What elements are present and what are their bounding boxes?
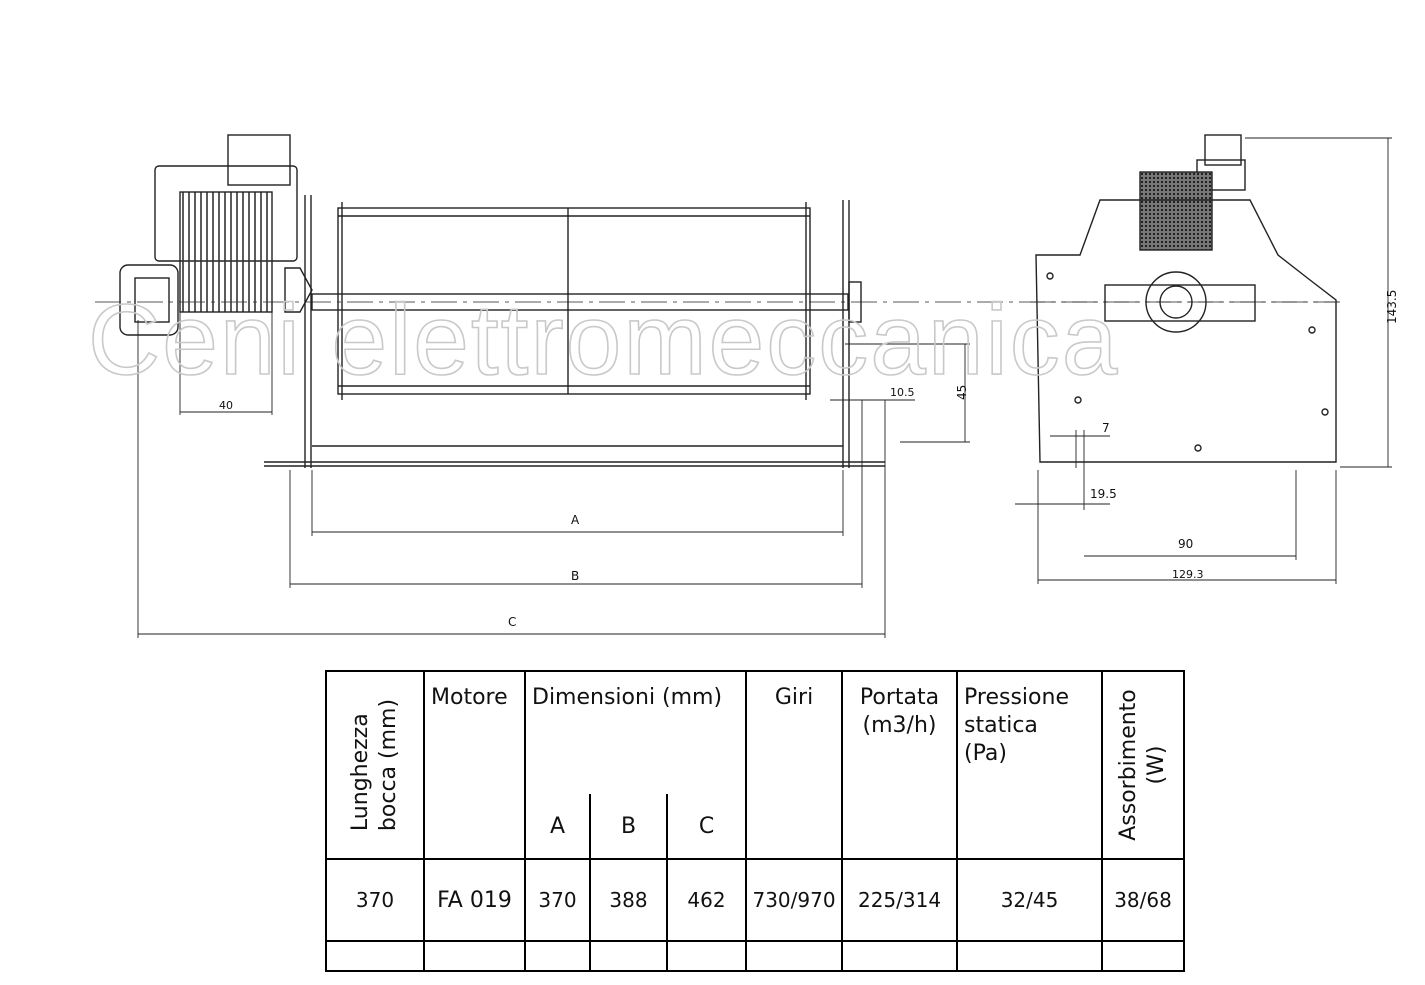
- dim-45: 45: [955, 385, 969, 400]
- table-row: 370 FA 019 370 388 462 730/970 225/314 3…: [325, 858, 1186, 942]
- dim-10-5: 10.5: [890, 386, 915, 399]
- cell-a: 370: [524, 858, 591, 942]
- header-assorbimento: Assorbimento(W): [1101, 670, 1186, 860]
- header-sub-a: A: [524, 794, 591, 859]
- dim-143-5: 143.5: [1385, 290, 1399, 324]
- header-sub-b: B: [589, 794, 668, 859]
- dim-b: B: [571, 569, 579, 583]
- cell-giri: 730/970: [745, 858, 844, 942]
- header-pressione: Pressione statica (Pa): [956, 670, 1104, 860]
- dim-90: 90: [1178, 537, 1193, 551]
- empty-cell: [841, 940, 959, 972]
- header-motore: Motore: [423, 670, 526, 860]
- cell-lunghezza: 370: [325, 858, 425, 942]
- empty-cell: [325, 940, 425, 972]
- empty-cell: [524, 940, 591, 972]
- header-portata: Portata (m3/h): [841, 670, 959, 860]
- cell-c: 462: [665, 858, 748, 942]
- empty-cell: [589, 940, 668, 972]
- side-view: [95, 134, 1340, 468]
- empty-cell: [745, 940, 844, 972]
- empty-cell: [423, 940, 526, 972]
- dim-7: 7: [1102, 421, 1110, 435]
- front-view: [1030, 134, 1340, 463]
- watermark: Ceni elettromeccanica: [88, 284, 1119, 396]
- cell-motore: FA 019: [423, 858, 526, 942]
- empty-cell: [665, 940, 748, 972]
- cell-assorbimento: 38/68: [1101, 858, 1186, 942]
- dim-19-5: 19.5: [1090, 487, 1117, 501]
- header-dimensioni: Dimensioni (mm): [523, 669, 748, 795]
- cell-pressione: 32/45: [956, 858, 1104, 942]
- empty-cell: [956, 940, 1104, 972]
- technical-drawing: Ceni elettromeccanica 40 10.5 45 A B C 1…: [87, 134, 1399, 638]
- table-row-empty: [325, 940, 1186, 972]
- dimension-lines: [137, 137, 1392, 638]
- empty-cell: [1101, 940, 1186, 972]
- dim-a: A: [571, 513, 580, 527]
- cell-b: 388: [589, 858, 668, 942]
- cell-portata: 225/314: [841, 858, 959, 942]
- header-giri: Giri: [745, 670, 844, 860]
- dim-40: 40: [219, 399, 233, 412]
- dim-c: C: [508, 615, 516, 629]
- dim-129-3: 129.3: [1172, 568, 1204, 581]
- header-sub-c: C: [665, 794, 748, 859]
